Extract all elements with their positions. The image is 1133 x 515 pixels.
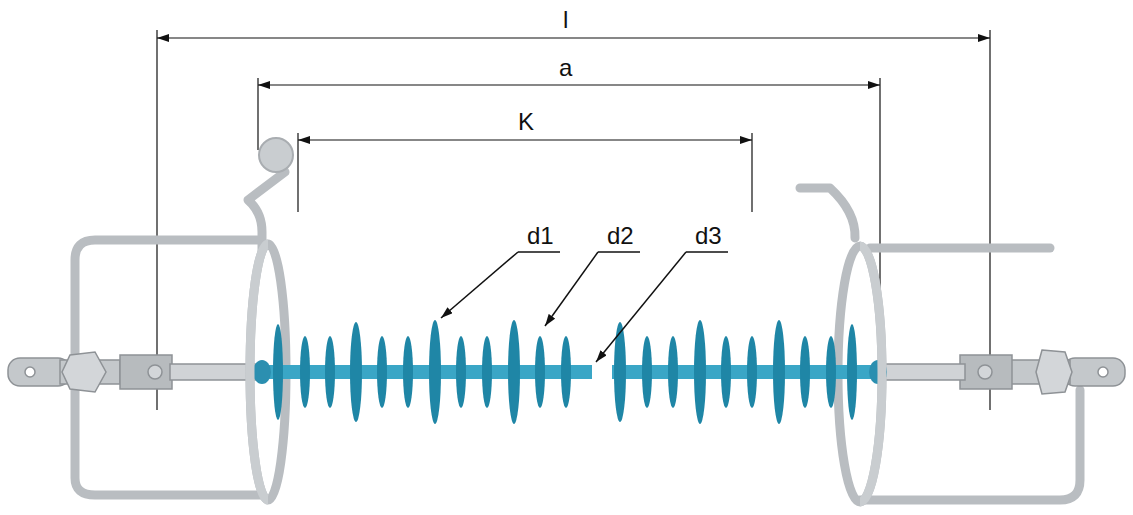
dimension-label: K: [516, 110, 536, 134]
dimension-label: a: [557, 56, 574, 80]
callout-label: d3: [693, 224, 724, 248]
callout-label: d1: [525, 224, 556, 248]
dimension-label: l: [561, 8, 570, 32]
callout-label: d2: [605, 224, 636, 248]
